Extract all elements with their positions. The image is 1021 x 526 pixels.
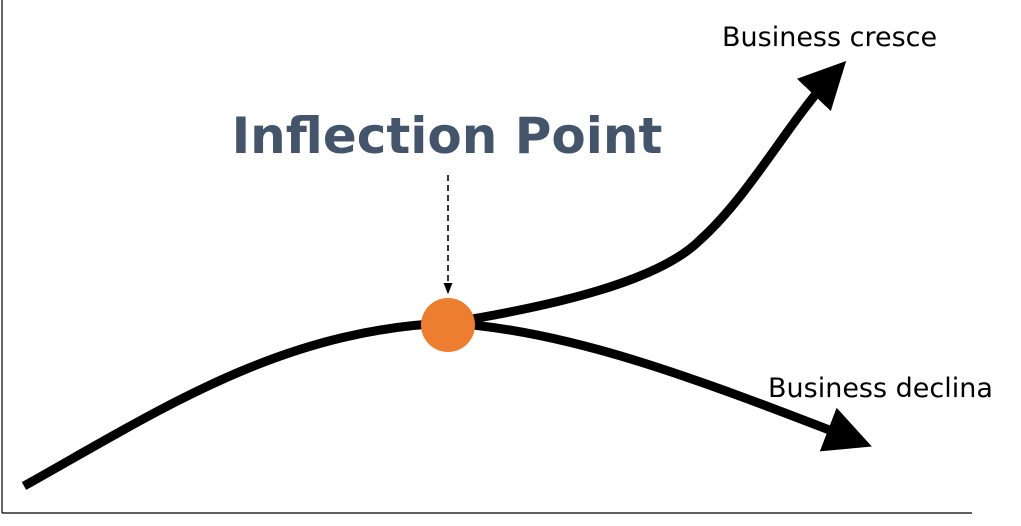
main-growth-curve [21, 318, 449, 490]
decline-label: Business declina [768, 373, 993, 404]
diagram-title: Inflection Point [232, 107, 663, 165]
growth-branch-arrow [447, 61, 847, 328]
inflection-point-marker [421, 298, 475, 352]
decline-branch-arrow [447, 318, 872, 452]
growth-label: Business cresce [722, 22, 937, 53]
